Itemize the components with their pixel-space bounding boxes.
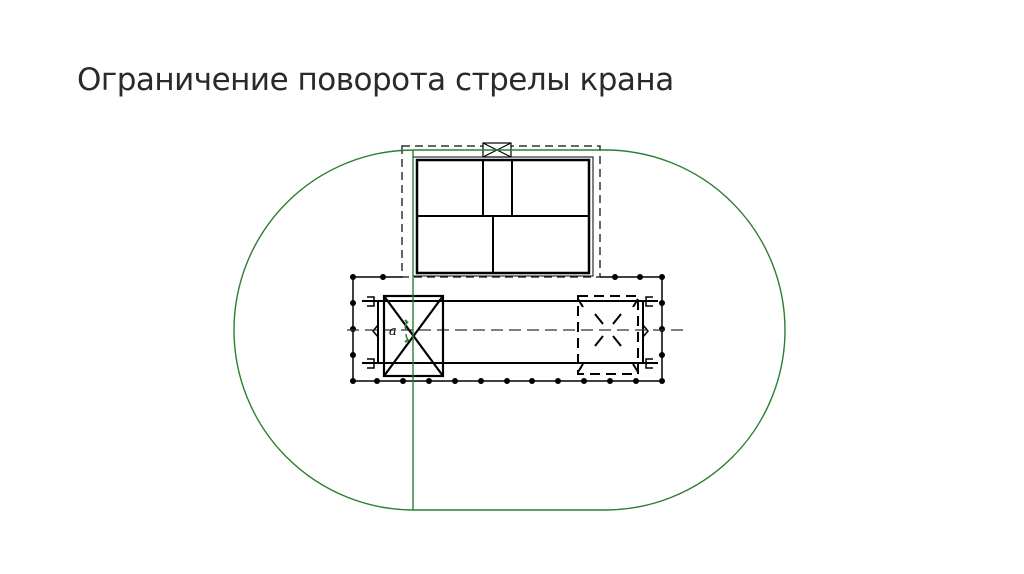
crane-position-end	[577, 295, 639, 375]
slide-title: Ограничение поворота стрелы крана	[77, 62, 674, 98]
crane-track-frame	[352, 276, 663, 382]
building-dashed-outline	[401, 145, 601, 278]
track-anchor-dots	[350, 274, 665, 384]
swing-zone-boundary	[233, 149, 786, 511]
building-plan	[412, 156, 594, 277]
crane-end-dashed-x	[577, 298, 639, 373]
crane-rails	[362, 300, 658, 364]
rotation-angle-marker	[404, 319, 410, 343]
angle-label: a	[389, 324, 397, 339]
rail-stop-icons	[367, 296, 653, 369]
